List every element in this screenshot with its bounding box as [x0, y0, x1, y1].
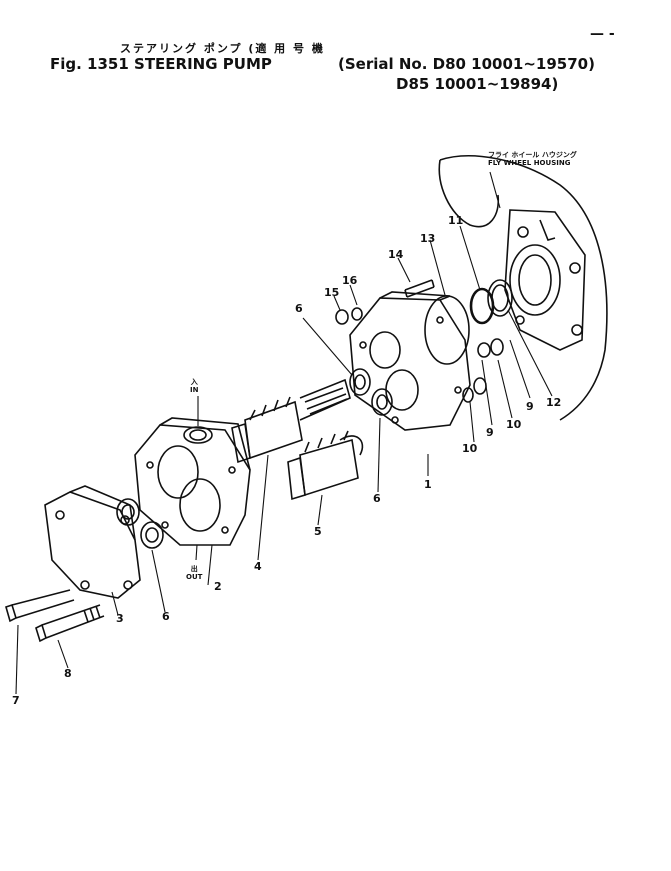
title-japanese: ステアリング ポンプ (適 用 号 機: [120, 42, 325, 55]
flywheel-label: FLY WHEEL HOUSING: [488, 159, 571, 167]
port-out-english: OUT: [186, 573, 203, 581]
figure-title: Fig. 1351 STEERING PUMP: [50, 55, 272, 73]
callout-1: 1: [424, 478, 432, 491]
callout-6-top: 6: [295, 302, 303, 315]
flywheel-label-japanese: フライ ホイール ハウジング: [488, 151, 577, 159]
flywheel-housing: [438, 155, 608, 421]
front-cover: [44, 485, 141, 599]
callout-2: 2: [214, 580, 222, 593]
callout-6-bottom: 6: [162, 610, 170, 623]
callout-6-middle: 6: [373, 492, 381, 505]
callout-5: 5: [314, 525, 322, 538]
serial-range-d80: (Serial No. D80 10001~19570): [338, 55, 595, 73]
port-in-japanese: 入: [190, 378, 198, 386]
callout-9-left: 9: [486, 426, 494, 439]
port-in-english: IN: [190, 386, 199, 394]
callout-16: 16: [342, 274, 358, 287]
bolt-short: [35, 604, 105, 643]
o-ring: [469, 287, 495, 325]
port-out-label: 出 OUT: [186, 565, 202, 581]
port-in-label: 入 IN: [190, 378, 198, 394]
callout-11: 11: [448, 214, 464, 227]
callout-3: 3: [116, 612, 124, 625]
serial-range-d85: D85 10001~19894): [396, 75, 559, 93]
gear-case: [134, 417, 251, 546]
driven-gear: [287, 430, 364, 501]
callout-15: 15: [324, 286, 340, 299]
needle-bearing: [116, 368, 393, 549]
leader-lines: [15, 171, 553, 695]
o-ring-large: [424, 295, 470, 365]
callout-9-right: 9: [526, 400, 534, 413]
callout-10-left: 10: [462, 442, 478, 455]
drive-gear-shaft: [231, 378, 351, 464]
callout-10-right: 10: [506, 418, 522, 431]
port-out-japanese: 出: [190, 565, 198, 573]
page-mark: — -: [590, 26, 615, 42]
rear-cover: [349, 291, 471, 431]
callout-4: 4: [254, 560, 262, 573]
bolt-long: [5, 589, 75, 623]
callout-7: 7: [12, 694, 20, 707]
nuts-washers: [335, 307, 504, 403]
callout-12: 12: [546, 396, 562, 409]
callout-14: 14: [388, 248, 404, 261]
callout-8: 8: [64, 667, 72, 680]
callout-13: 13: [420, 232, 436, 245]
